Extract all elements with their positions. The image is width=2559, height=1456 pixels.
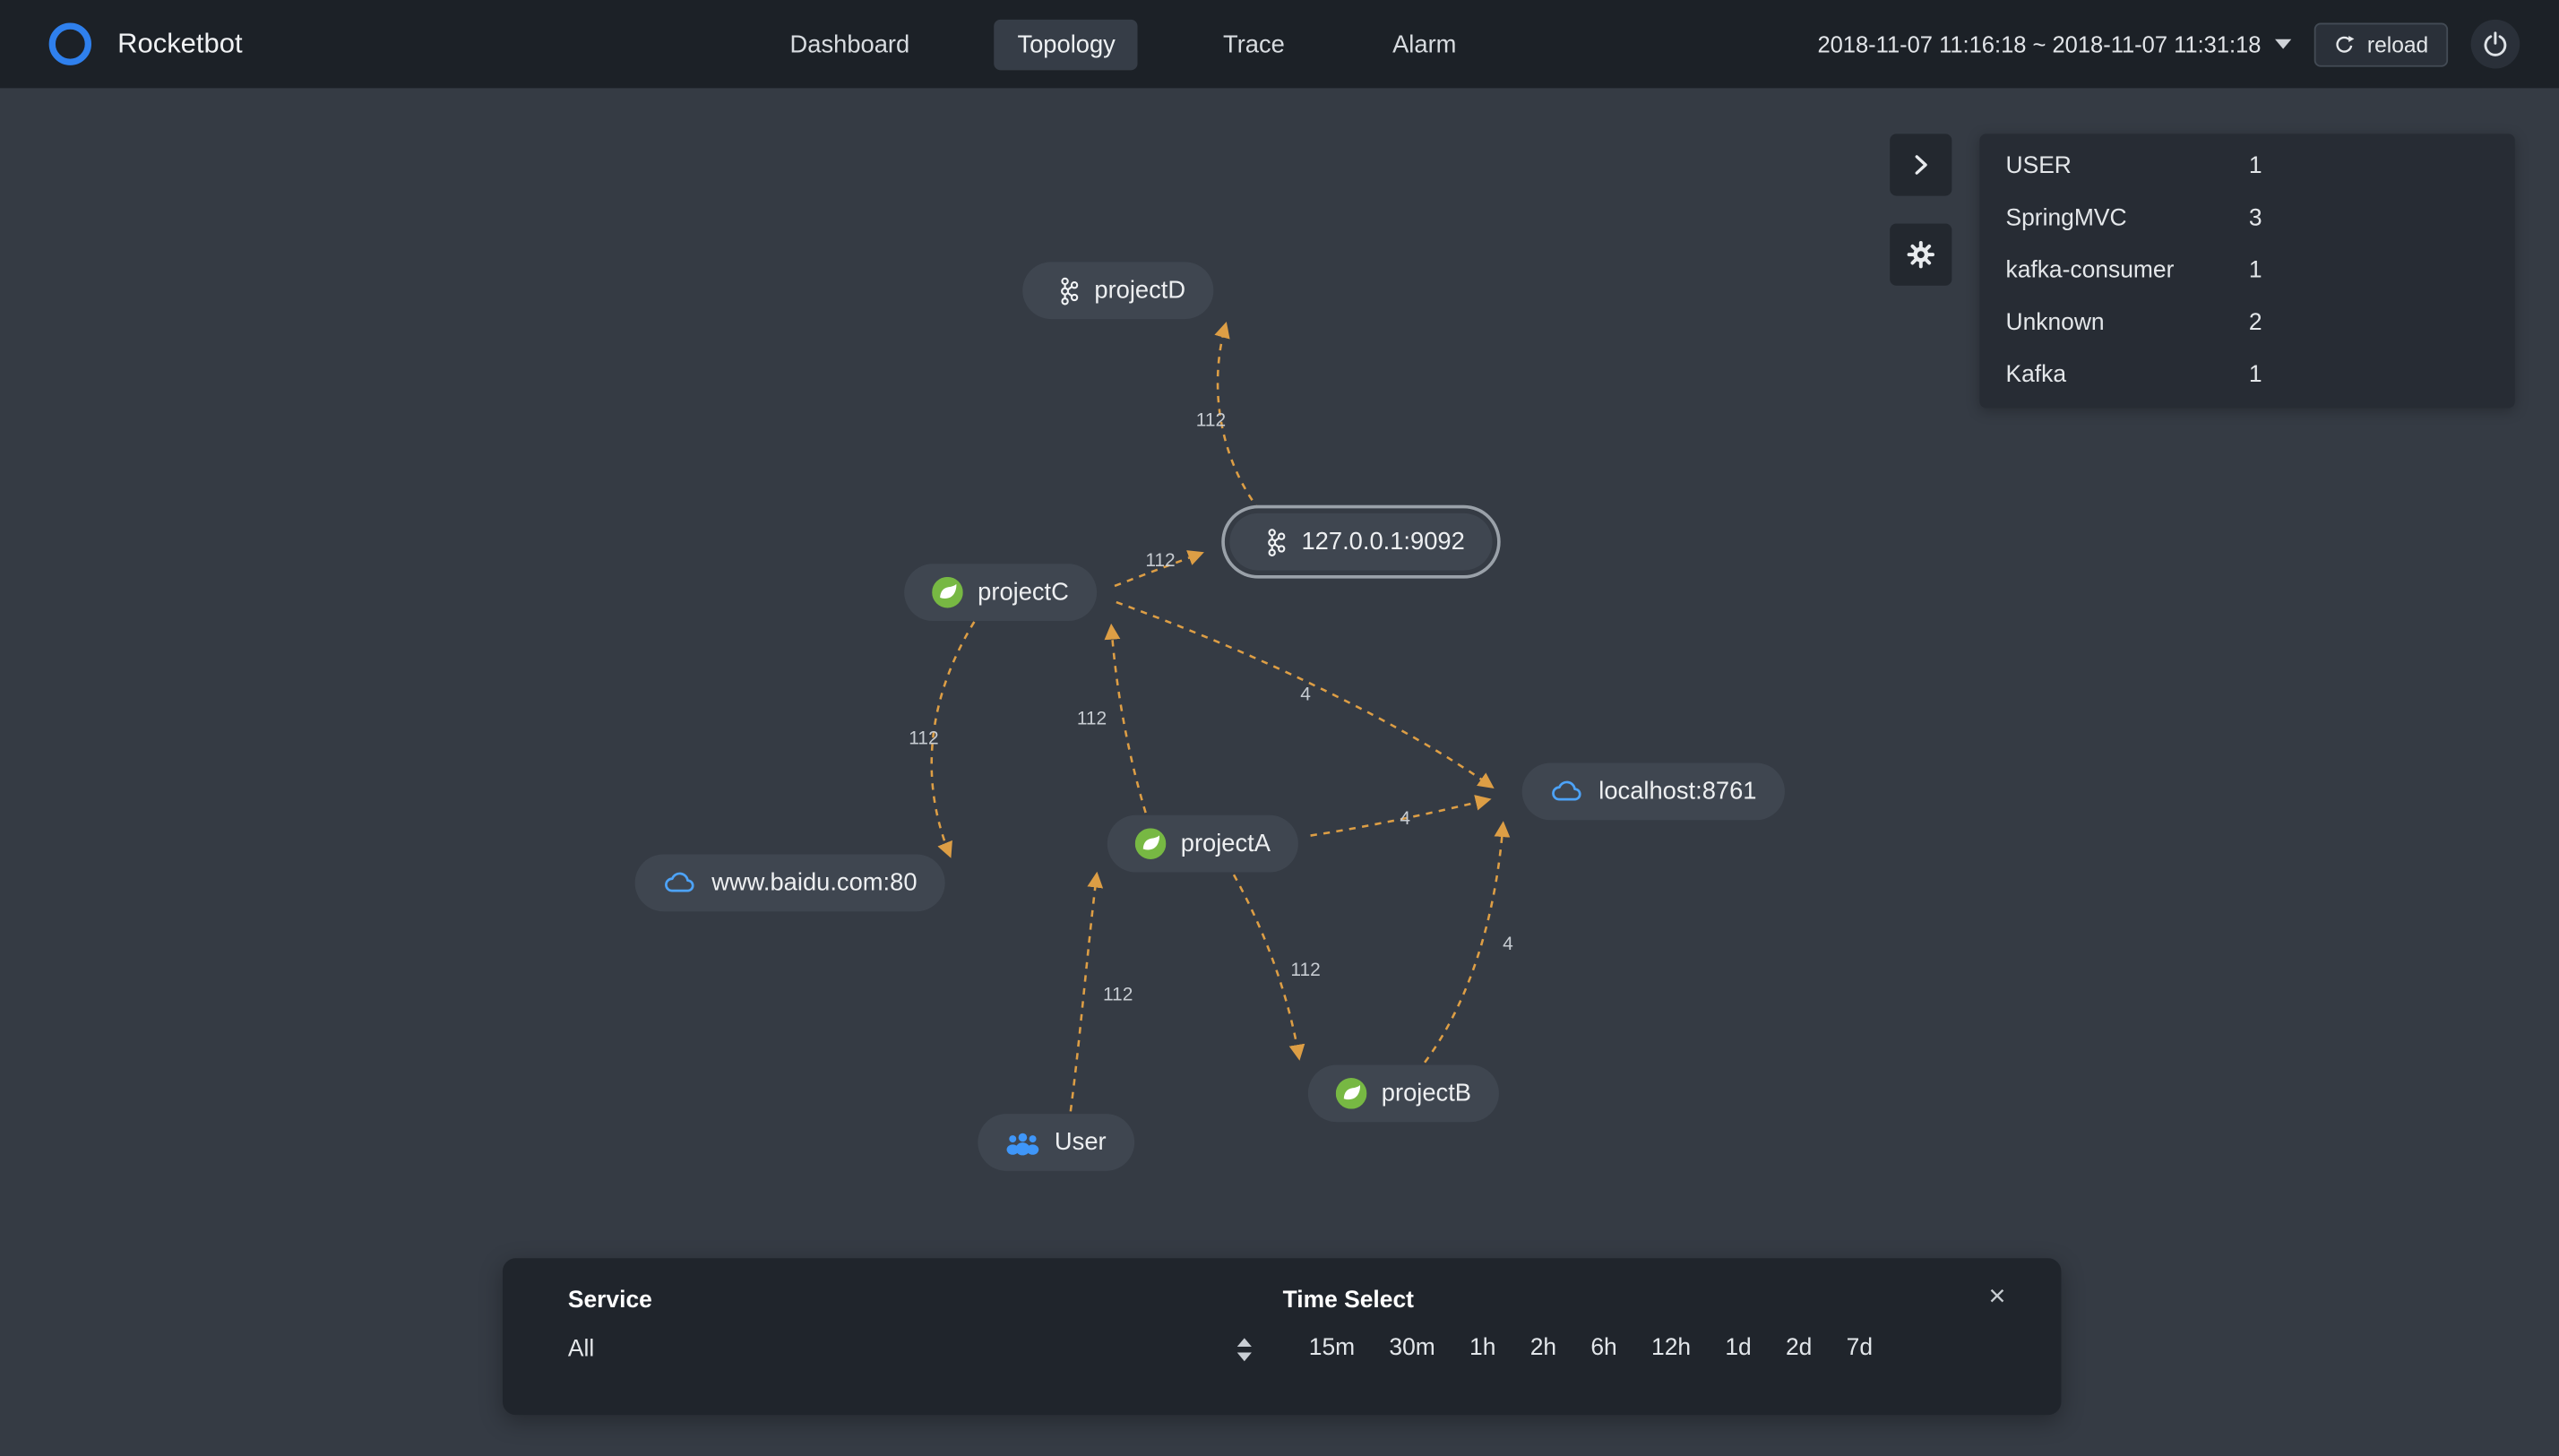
- legend-row: SpringMVC 3: [1979, 193, 2514, 245]
- rocketbot-logo-icon: [48, 22, 91, 65]
- node-label: www.baidu.com:80: [711, 868, 918, 897]
- power-icon: [2484, 31, 2507, 56]
- node-projectC[interactable]: projectC: [904, 564, 1097, 622]
- settings-button[interactable]: [1890, 223, 1952, 286]
- node-user[interactable]: User: [978, 1114, 1134, 1171]
- legend-label: kafka-consumer: [2005, 257, 2175, 284]
- time-range-picker[interactable]: 2018-11-07 11:16:18 ~ 2018-11-07 11:31:1…: [1817, 30, 2293, 57]
- edge-user-projectA: [1069, 871, 1104, 1112]
- chevron-right-icon: [1915, 155, 1927, 175]
- service-type-panel: USER 1 SpringMVC 3 kafka-consumer 1 Unkn…: [1979, 134, 2515, 409]
- edge-label: 112: [909, 728, 938, 749]
- node-label: projectC: [978, 578, 1069, 607]
- close-icon[interactable]: ×: [1986, 1278, 2009, 1314]
- spring-boot-icon: [932, 576, 963, 608]
- time-quick-options: 15m 30m 1h 2h 6h 12h 1d 2d 7d: [1309, 1335, 1873, 1361]
- nav-dashboard[interactable]: Dashboard: [789, 30, 910, 58]
- edge-label: 4: [1503, 934, 1513, 954]
- legend-label: Kafka: [2005, 362, 2067, 389]
- time-option-6h[interactable]: 6h: [1590, 1334, 1617, 1362]
- legend-value: 1: [2248, 257, 2262, 284]
- refresh-icon: [2337, 35, 2356, 52]
- legend-label: USER: [2005, 153, 2072, 180]
- bottom-config-panel: Service All Time Select 15m 30m 1h 2h 6h…: [502, 1258, 2062, 1416]
- edge-projectC-eureka: [1116, 600, 1495, 788]
- node-eureka[interactable]: localhost:8761: [1521, 762, 1785, 821]
- node-label: User: [1054, 1128, 1107, 1157]
- edge-label: 112: [1290, 960, 1320, 980]
- reload-button[interactable]: reload: [2314, 22, 2449, 66]
- edge-projectC-kafka: [1114, 550, 1204, 588]
- node-label: 127.0.0.1:9092: [1301, 528, 1465, 556]
- edge-projectB-eureka: [1424, 821, 1511, 1064]
- node-kafka-broker[interactable]: 127.0.0.1:9092: [1229, 513, 1493, 571]
- node-projectB[interactable]: projectB: [1307, 1064, 1499, 1123]
- time-option-2h[interactable]: 2h: [1529, 1334, 1557, 1362]
- power-button[interactable]: [2470, 19, 2520, 69]
- edge-label: 112: [1196, 409, 1226, 430]
- time-option-1d[interactable]: 1d: [1725, 1334, 1752, 1362]
- spring-boot-icon: [1134, 828, 1167, 859]
- cloud-icon: [1550, 780, 1584, 804]
- time-range-text: 2018-11-07 11:16:18 ~ 2018-11-07 11:31:1…: [1817, 30, 2262, 57]
- main-nav: Dashboard Topology Trace Alarm: [767, 0, 1479, 88]
- legend-row: kafka-consumer 1: [1979, 245, 2514, 297]
- nav-trace[interactable]: Trace: [1223, 30, 1285, 58]
- edge-projectA-projectC: [1104, 623, 1147, 814]
- node-projectA[interactable]: projectA: [1107, 814, 1298, 873]
- gear-icon: [1907, 240, 1934, 269]
- node-label: projectD: [1094, 276, 1186, 305]
- edge-label: 4: [1300, 684, 1311, 704]
- legend-label: SpringMVC: [2005, 205, 2127, 232]
- legend-value: 1: [2248, 362, 2262, 389]
- spring-boot-icon: [1335, 1078, 1367, 1109]
- edge-projectC-baidu: [930, 621, 976, 858]
- kafka-icon: [1257, 527, 1287, 556]
- edge-projectA-projectB: [1232, 874, 1305, 1061]
- nav-topology[interactable]: Topology: [994, 18, 1139, 70]
- node-label: projectA: [1180, 830, 1271, 858]
- edge-label: 112: [1077, 709, 1107, 729]
- legend-row: Kafka 1: [1979, 349, 2514, 401]
- topology-canvas[interactable]: 112 112 112 112 112 112 4 4 4 p: [0, 88, 2559, 1455]
- service-select[interactable]: All: [567, 1336, 595, 1363]
- navbar-right: 2018-11-07 11:16:18 ~ 2018-11-07 11:31:1…: [1817, 0, 2520, 88]
- legend-value: 3: [2248, 205, 2262, 232]
- legend-row: USER 1: [1979, 141, 2514, 193]
- legend-label: Unknown: [2005, 310, 2105, 337]
- legend-value: 1: [2248, 153, 2262, 180]
- brand: Rocketbot: [48, 0, 243, 88]
- expand-panel-button[interactable]: [1890, 134, 1952, 196]
- brand-name: Rocketbot: [117, 27, 243, 59]
- reload-label: reload: [2366, 31, 2429, 56]
- node-projectD[interactable]: projectD: [1022, 262, 1214, 320]
- users-icon: [1005, 1129, 1039, 1155]
- time-option-15m[interactable]: 15m: [1308, 1334, 1356, 1362]
- edge-projectA-eureka: [1310, 795, 1492, 837]
- time-select-title: Time Select: [1282, 1288, 1414, 1314]
- time-option-1h[interactable]: 1h: [1469, 1334, 1496, 1362]
- unfold-icon: [1236, 1338, 1252, 1362]
- edge-label: 4: [1400, 808, 1410, 829]
- cloud-icon: [663, 871, 697, 895]
- kafka-icon: [1050, 276, 1080, 306]
- edge-label: 112: [1103, 985, 1133, 1005]
- legend-value: 2: [2248, 310, 2262, 337]
- node-baidu[interactable]: www.baidu.com:80: [634, 854, 945, 912]
- edge-kafka-projectD: [1214, 322, 1262, 512]
- service-section-title: Service: [567, 1288, 652, 1314]
- legend-row: Unknown 2: [1979, 297, 2514, 349]
- time-option-12h[interactable]: 12h: [1651, 1334, 1692, 1362]
- time-option-7d[interactable]: 7d: [1846, 1334, 1874, 1362]
- node-label: localhost:8761: [1598, 777, 1757, 806]
- caret-down-icon: [2275, 39, 2293, 49]
- time-option-30m[interactable]: 30m: [1389, 1334, 1435, 1362]
- time-option-2d[interactable]: 2d: [1785, 1334, 1813, 1362]
- time-select-dropdown[interactable]: [1236, 1337, 1254, 1363]
- edge-label: 112: [1145, 550, 1175, 571]
- navbar: Rocketbot Dashboard Topology Trace Alarm…: [0, 0, 2559, 89]
- nav-alarm[interactable]: Alarm: [1392, 30, 1457, 58]
- node-label: projectB: [1381, 1079, 1472, 1107]
